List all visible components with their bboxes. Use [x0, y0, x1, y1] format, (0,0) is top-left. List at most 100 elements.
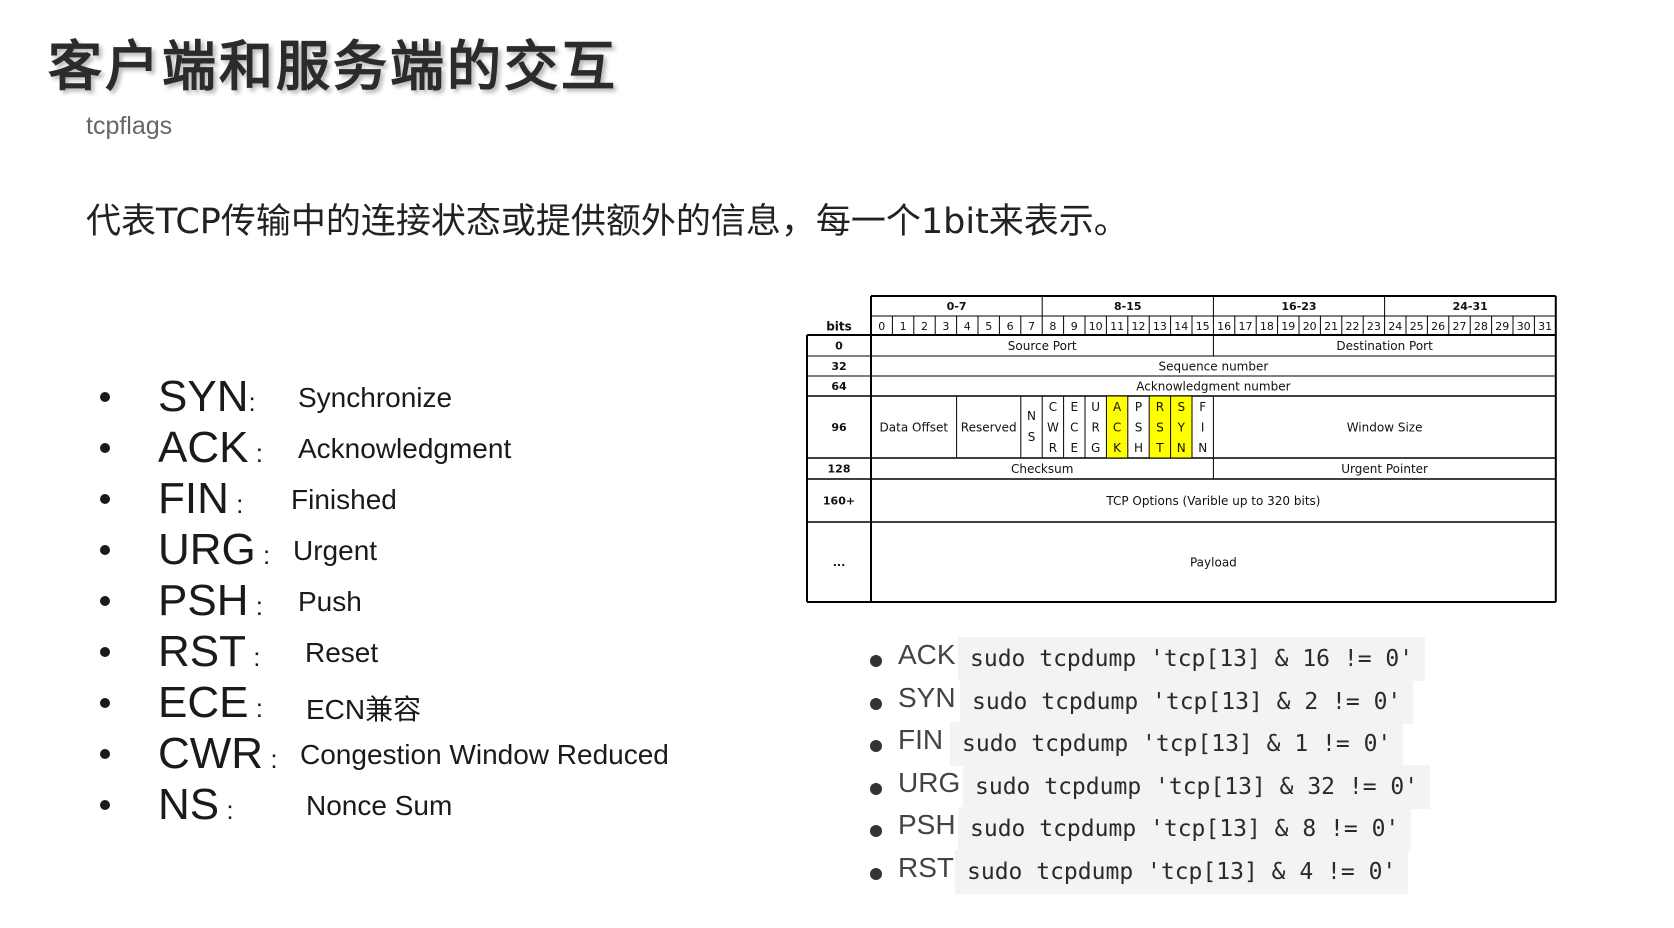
bullet-icon: [870, 655, 882, 667]
flag-item-psh: PSH : Push: [100, 576, 740, 639]
flag-item-urg: URG : Urgent: [100, 525, 740, 588]
flag-letter: N: [1198, 441, 1207, 455]
flag-letter: R: [1156, 400, 1164, 414]
row-offset-label: 128: [828, 463, 851, 476]
bit-number-label: 9: [1071, 320, 1078, 333]
flag-name: ACK :: [158, 423, 263, 472]
row-offset-label: 96: [831, 421, 847, 434]
bit-number-label: 13: [1153, 320, 1167, 333]
command-label: URG: [898, 766, 961, 798]
flag-description: ECN兼容: [306, 694, 422, 725]
flag-name: SYN:: [158, 372, 256, 421]
bullet-icon: [100, 545, 110, 555]
bullet-icon: [100, 749, 110, 759]
flag-highlight: [1106, 396, 1128, 458]
flag-item-ns: NS : Nonce Sum: [100, 780, 740, 843]
bit-number-label: 10: [1089, 320, 1103, 333]
bit-number-label: 1: [900, 320, 907, 333]
bit-number-label: 6: [1007, 320, 1014, 333]
group-label: 16-23: [1281, 300, 1316, 313]
flag-letter: E: [1071, 441, 1079, 455]
flag-letter: R: [1049, 441, 1057, 455]
row-offset-label: ...: [833, 556, 846, 569]
flag-name: CWR :: [158, 729, 278, 778]
group-label: 8-15: [1114, 300, 1142, 313]
bit-number-label: 2: [921, 320, 928, 333]
bit-number-label: 22: [1346, 320, 1360, 333]
flag-item-ece: ECE : ECN兼容: [100, 678, 740, 741]
bit-number-label: 17: [1239, 320, 1253, 333]
command-label: RST: [898, 851, 954, 883]
flag-letter: S: [1177, 400, 1185, 414]
urgent-pointer-label: Urgent Pointer: [1341, 462, 1428, 476]
flag-description: Urgent: [293, 535, 378, 566]
command-label: SYN: [898, 681, 956, 713]
checksum-label: Checksum: [1011, 462, 1073, 476]
intro-text: 代表TCP传输中的连接状态或提供额外的信息，每一个1bit来表示。: [86, 202, 1129, 242]
flag-highlight: [1171, 396, 1192, 458]
flag-name: ECE :: [158, 678, 263, 727]
page-title: 客户端和服务端的交互: [48, 35, 618, 98]
group-label: 0-7: [947, 300, 967, 313]
flag-letter: T: [1155, 441, 1164, 455]
command-code: sudo tcpdump 'tcp[13] & 1 != 0': [950, 722, 1404, 766]
bit-number-label: 24: [1388, 320, 1402, 333]
tcp-options-label: TCP Options (Varible up to 320 bits): [1105, 494, 1320, 508]
bullet-icon: [870, 740, 882, 752]
flag-letter: A: [1113, 400, 1122, 414]
flag-name: PSH :: [158, 576, 263, 625]
bullet-icon: [100, 800, 110, 810]
bit-number-label: 31: [1538, 320, 1552, 333]
bit-number-label: 12: [1132, 320, 1146, 333]
flag-letter: P: [1135, 400, 1142, 414]
bullet-icon: [100, 392, 110, 402]
bullet-icon: [100, 494, 110, 504]
bit-number-label: 26: [1431, 320, 1445, 333]
bit-number-label: 7: [1028, 320, 1035, 333]
flag-letter: F: [1199, 400, 1206, 414]
bit-number-label: 5: [985, 320, 992, 333]
flag-description: Congestion Window Reduced: [300, 739, 669, 770]
flag-letter: S: [1156, 421, 1164, 435]
destination-port-label: Destination Port: [1336, 339, 1433, 353]
flag-letter: G: [1091, 441, 1100, 455]
flag-letter: C: [1049, 400, 1057, 414]
flag-description: Finished: [291, 484, 397, 515]
bullet-icon: [100, 698, 110, 708]
command-code: sudo tcpdump 'tcp[13] & 16 != 0': [958, 637, 1426, 681]
bit-number-label: 29: [1495, 320, 1509, 333]
flag-list: SYN: Synchronize ACK : Acknowledgment FI…: [100, 372, 740, 843]
bit-number-label: 19: [1281, 320, 1295, 333]
bullet-icon: [870, 825, 882, 837]
command-code: sudo tcpdump 'tcp[13] & 4 != 0': [955, 849, 1409, 894]
data-offset-label: Data Offset: [880, 421, 949, 435]
bits-label: bits: [826, 320, 852, 334]
bullet-icon: [870, 867, 882, 880]
flag-description: Synchronize: [298, 382, 453, 413]
flag-item-ack: ACK : Acknowledgment: [100, 423, 740, 486]
flag-item-rst: RST : Reset: [100, 627, 740, 690]
flag-letter: N: [1177, 441, 1186, 455]
bit-number-label: 21: [1324, 320, 1338, 333]
bit-number-label: 0: [878, 320, 885, 333]
bullet-icon: [870, 782, 882, 795]
flag-letter: W: [1047, 421, 1059, 435]
bit-number-label: 28: [1474, 320, 1488, 333]
row-offset-label: 32: [831, 360, 846, 373]
flag-letter: C: [1070, 421, 1078, 435]
flag-item-cwr: CWR : Congestion Window Reduced: [100, 729, 740, 792]
flag-item-syn: SYN: Synchronize: [100, 372, 740, 435]
flag-name: RST :: [158, 627, 261, 676]
row-offset-label: 64: [831, 380, 847, 393]
bit-number-label: 27: [1453, 320, 1467, 333]
flag-letter: R: [1092, 421, 1100, 435]
window-size-label: Window Size: [1347, 421, 1423, 435]
flag-description: Nonce Sum: [306, 790, 453, 821]
bit-number-label: 25: [1410, 320, 1424, 333]
flag-highlight: [1149, 396, 1171, 458]
flag-letter: K: [1113, 441, 1122, 455]
bit-number-label: 11: [1110, 320, 1124, 333]
flag-letter: E: [1071, 400, 1079, 414]
